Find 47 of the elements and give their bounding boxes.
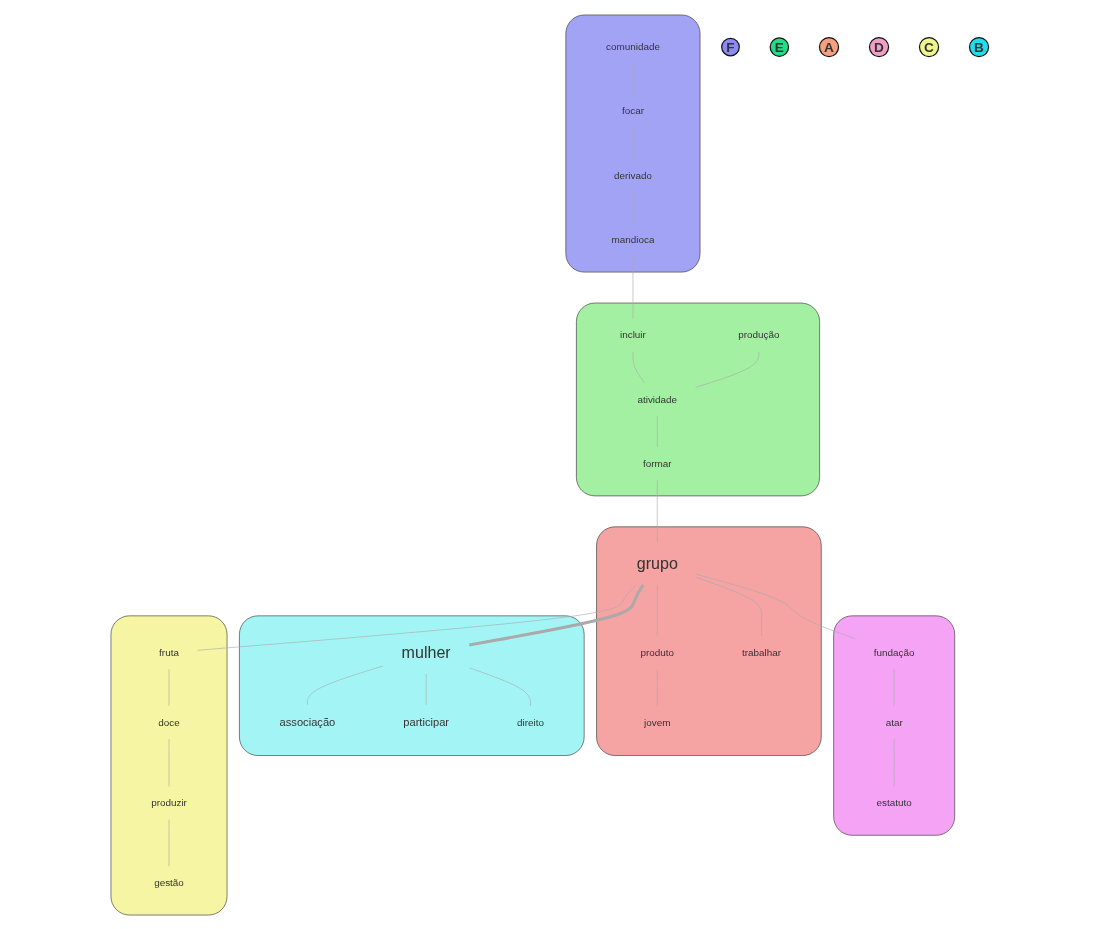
connector: [469, 583, 645, 646]
node-circle: D: [869, 36, 890, 57]
node-text: derivado: [614, 169, 653, 181]
connector: [657, 479, 658, 543]
node-circle: A: [819, 36, 840, 57]
node-text: gestão: [154, 876, 185, 888]
connector: [657, 415, 658, 447]
cluster: [833, 615, 956, 836]
connector: [695, 351, 760, 388]
node-text: formar: [643, 457, 672, 469]
node-text: estatuto: [876, 797, 912, 808]
node-text: produção: [738, 329, 780, 340]
node-text: jovem: [644, 716, 671, 727]
node-text: mulher: [401, 642, 451, 662]
node-circle: C: [919, 36, 940, 57]
node-text: comunidade: [606, 41, 661, 52]
connector: [632, 351, 646, 383]
node-circle: E: [769, 36, 790, 57]
node-text: fundação: [874, 646, 915, 658]
node-circle: B: [969, 36, 990, 57]
node-text: grupo: [636, 553, 679, 573]
node-text: associação: [279, 715, 336, 728]
connector: [469, 667, 532, 706]
cluster: [239, 615, 585, 756]
node-text: trabalhar: [742, 646, 782, 658]
connector: [696, 576, 763, 636]
cluster: [596, 526, 822, 756]
node-text: focar: [622, 105, 645, 116]
connector: [307, 665, 384, 705]
node-text: direito: [517, 716, 545, 727]
node-text: atividade: [637, 393, 678, 404]
cluster: [576, 302, 821, 496]
node-text: doce: [158, 716, 180, 727]
node-text: mandioca: [611, 233, 655, 245]
node-circle: F: [721, 37, 741, 56]
node-text: incluir: [620, 329, 647, 340]
connector: [197, 584, 637, 651]
node-text: produzir: [151, 797, 188, 808]
connector: [657, 668, 658, 706]
connector: [696, 573, 856, 639]
node-text: produto: [640, 646, 675, 658]
cluster: [110, 615, 228, 915]
node-text: atar: [885, 716, 903, 727]
node-text: fruta: [159, 646, 180, 658]
node-text: participar: [403, 715, 450, 728]
cluster: [565, 14, 701, 272]
connector: [657, 584, 658, 636]
